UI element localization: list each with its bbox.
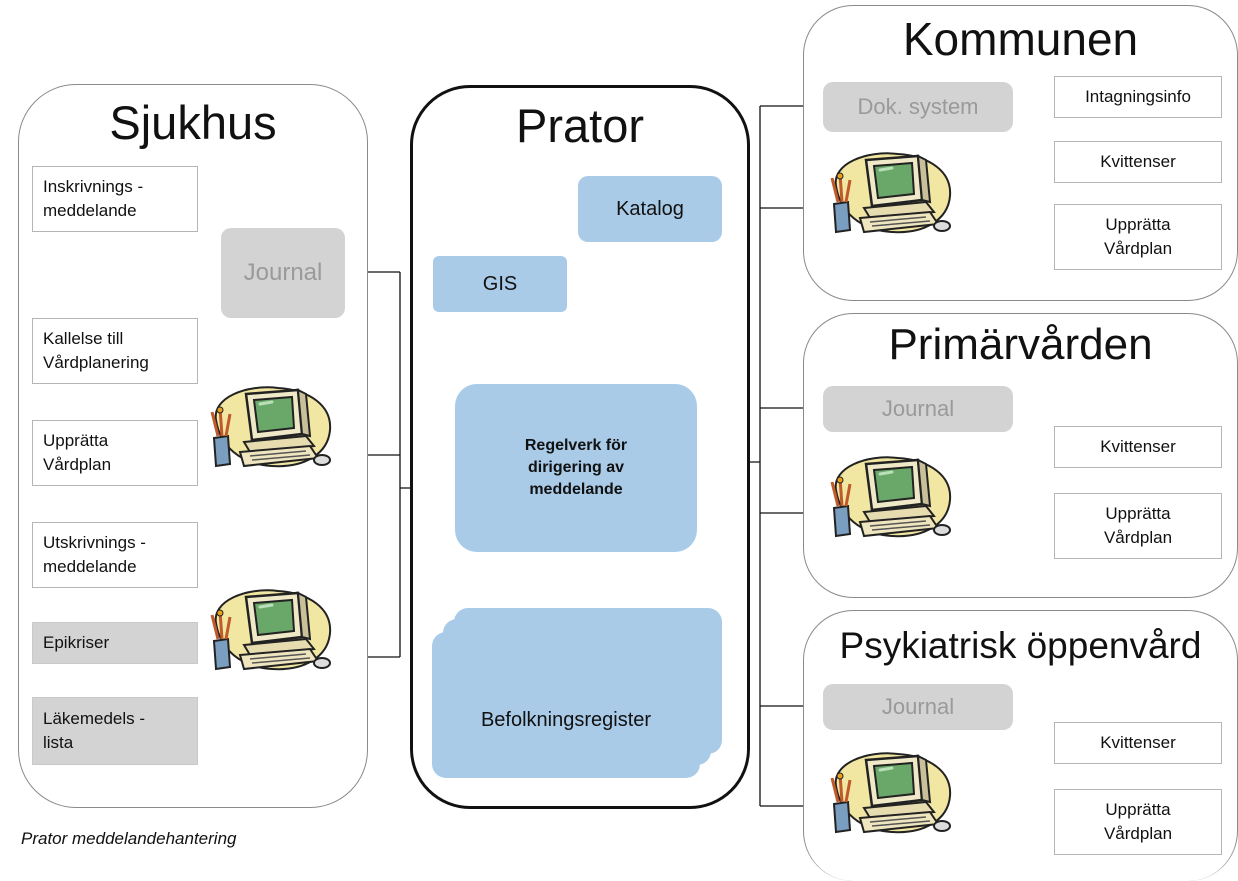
sjukhus-item-epikriser: Epikriser bbox=[32, 622, 198, 664]
kommunen-dok-system: Dok. system bbox=[823, 82, 1013, 132]
regelverk-box: Regelverk för dirigering av meddelande bbox=[455, 384, 697, 552]
kommunen-item-intagningsinfo: Intagningsinfo bbox=[1054, 76, 1222, 118]
computer-icon bbox=[206, 583, 338, 680]
sjukhus-item-utskrivning: Utskrivnings - meddelande bbox=[32, 522, 198, 588]
primarvarden-title: Primärvården bbox=[888, 320, 1153, 369]
primarvarden-item-kvittenser: Kvittenser bbox=[1054, 426, 1222, 468]
psykiatrisk-item-uppratta: Upprätta Vårdplan bbox=[1054, 789, 1222, 855]
sjukhus-item-kallelse: Kallelse till Vårdplanering bbox=[32, 318, 198, 384]
befolkningsregister-box: Befolkningsregister bbox=[432, 632, 700, 778]
sjukhus-item-lakemedel: Läkemedels - lista bbox=[32, 697, 198, 765]
kommunen-item-uppratta: Upprätta Vårdplan bbox=[1054, 204, 1222, 270]
diagram-caption: Prator meddelandehantering bbox=[21, 829, 237, 848]
psykiatrisk-journal-system: Journal bbox=[823, 684, 1013, 730]
kommunen-item-kvittenser: Kvittenser bbox=[1054, 141, 1222, 183]
computer-icon bbox=[826, 746, 958, 843]
prator-title: Prator bbox=[516, 99, 644, 152]
computer-icon bbox=[206, 380, 338, 477]
psykiatrisk-item-kvittenser: Kvittenser bbox=[1054, 722, 1222, 764]
gis-box: GIS bbox=[433, 256, 567, 312]
primarvarden-journal-system: Journal bbox=[823, 386, 1013, 432]
computer-icon bbox=[826, 450, 958, 547]
sjukhus-item-inskrivning: Inskrivnings - meddelande bbox=[32, 166, 198, 232]
sjukhus-title: Sjukhus bbox=[109, 96, 277, 149]
sjukhus-journal-system: Journal bbox=[221, 228, 345, 318]
primarvarden-item-uppratta: Upprätta Vårdplan bbox=[1054, 493, 1222, 559]
kommunen-title: Kommunen bbox=[902, 13, 1139, 65]
sjukhus-item-uppratta: Upprätta Vårdplan bbox=[32, 420, 198, 486]
computer-icon bbox=[826, 146, 958, 243]
katalog-box: Katalog bbox=[578, 176, 722, 242]
psykiatrisk-title: Psykiatrisk öppenvård bbox=[839, 625, 1202, 666]
